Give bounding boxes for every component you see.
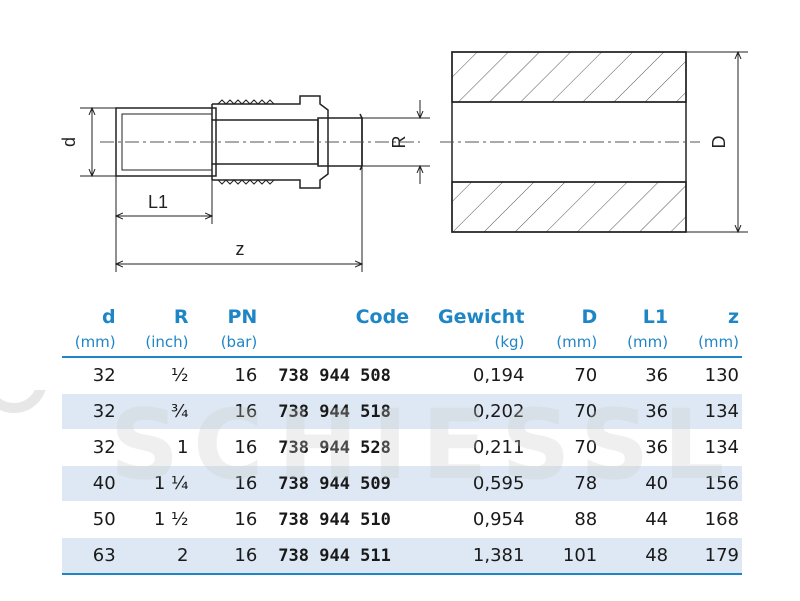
dimension-label-r: R xyxy=(389,136,409,149)
cell-l1: 40 xyxy=(600,465,672,502)
unit-code xyxy=(260,328,413,358)
dimension-r xyxy=(362,100,430,184)
header-pn: PN xyxy=(227,306,258,328)
dimension-l1 xyxy=(116,176,212,272)
unit-l1: (mm) xyxy=(600,328,672,358)
header-d: d xyxy=(102,306,116,328)
cell-l1: 36 xyxy=(600,357,672,394)
cell-z: 134 xyxy=(671,393,742,430)
dimension-label-big-d: D xyxy=(709,136,729,149)
cell-pn: 16 xyxy=(191,393,261,430)
cell-d: 32 xyxy=(62,429,119,466)
cell-big-d: 70 xyxy=(527,393,601,430)
cell-r: ¾ xyxy=(118,393,192,430)
header-z: z xyxy=(727,306,739,328)
cell-code: 738 944 510 xyxy=(260,501,413,538)
sleeve-section-view xyxy=(451,51,687,233)
cell-z: 179 xyxy=(671,537,742,575)
cell-pn: 16 xyxy=(191,501,261,538)
cell-pn: 16 xyxy=(191,537,261,575)
cell-z: 134 xyxy=(671,429,742,466)
dimension-label-z: z xyxy=(236,239,245,259)
unit-weight: (kg) xyxy=(412,328,528,358)
cell-d: 40 xyxy=(62,465,119,502)
cell-big-d: 101 xyxy=(527,537,601,575)
cell-code: 738 944 511 xyxy=(260,537,413,575)
cell-d: 32 xyxy=(62,393,119,430)
unit-row: (mm) (inch) (bar) (kg) (mm) (mm) (mm) xyxy=(62,328,742,358)
cell-weight: 1,381 xyxy=(412,537,528,575)
cell-code: 738 944 509 xyxy=(260,465,413,502)
cell-big-d: 70 xyxy=(527,429,601,466)
cell-l1: 44 xyxy=(600,501,672,538)
cell-weight: 0,211 xyxy=(412,429,528,466)
cell-weight: 0,202 xyxy=(412,393,528,430)
dimension-label-l1: L1 xyxy=(148,192,168,212)
cell-weight: 0,595 xyxy=(412,465,528,502)
cell-code: 738 944 518 xyxy=(260,393,413,430)
dimension-d xyxy=(80,108,116,176)
cell-pn: 16 xyxy=(191,465,261,502)
cell-weight: 0,194 xyxy=(412,357,528,394)
unit-pn: (bar) xyxy=(191,328,261,358)
cell-l1: 36 xyxy=(600,393,672,430)
unit-z: (mm) xyxy=(671,328,742,358)
dimension-label-d: d xyxy=(59,137,79,147)
cell-d: 63 xyxy=(62,537,119,575)
cell-l1: 36 xyxy=(600,429,672,466)
header-r: R xyxy=(173,306,189,328)
dimension-big-d xyxy=(686,52,748,232)
cell-z: 168 xyxy=(671,501,742,538)
cell-big-d: 88 xyxy=(527,501,601,538)
header-weight: Gewicht xyxy=(438,306,525,328)
unit-big-d: (mm) xyxy=(527,328,601,358)
cell-z: 156 xyxy=(671,465,742,502)
cell-code: 738 944 528 xyxy=(260,429,413,466)
cell-z: 130 xyxy=(671,357,742,394)
header-big-d: D xyxy=(581,306,598,328)
cell-d: 32 xyxy=(62,357,119,394)
cell-r: 1 ¼ xyxy=(118,465,192,502)
cell-pn: 16 xyxy=(191,357,261,394)
cell-r: ½ xyxy=(118,357,192,394)
cell-code: 738 944 508 xyxy=(260,357,413,394)
dimension-z xyxy=(116,166,362,272)
cell-pn: 16 xyxy=(191,429,261,466)
cell-big-d: 70 xyxy=(527,357,601,394)
header-row: d R PN Code Gewicht D L1 z xyxy=(62,300,742,328)
unit-r: (inch) xyxy=(118,328,192,358)
spec-table: d R PN Code Gewicht D L1 z (mm) (inch) (… xyxy=(62,300,742,575)
cell-d: 50 xyxy=(62,501,119,538)
cell-r: 2 xyxy=(118,537,192,575)
cell-r: 1 xyxy=(118,429,192,466)
header-l1: L1 xyxy=(642,306,669,328)
header-code: Code xyxy=(355,306,410,328)
unit-d: (mm) xyxy=(62,328,119,358)
cell-weight: 0,954 xyxy=(412,501,528,538)
cell-l1: 48 xyxy=(600,537,672,575)
cell-big-d: 78 xyxy=(527,465,601,502)
cell-r: 1 ½ xyxy=(118,501,192,538)
technical-drawing: d R L1 z D xyxy=(59,0,748,272)
